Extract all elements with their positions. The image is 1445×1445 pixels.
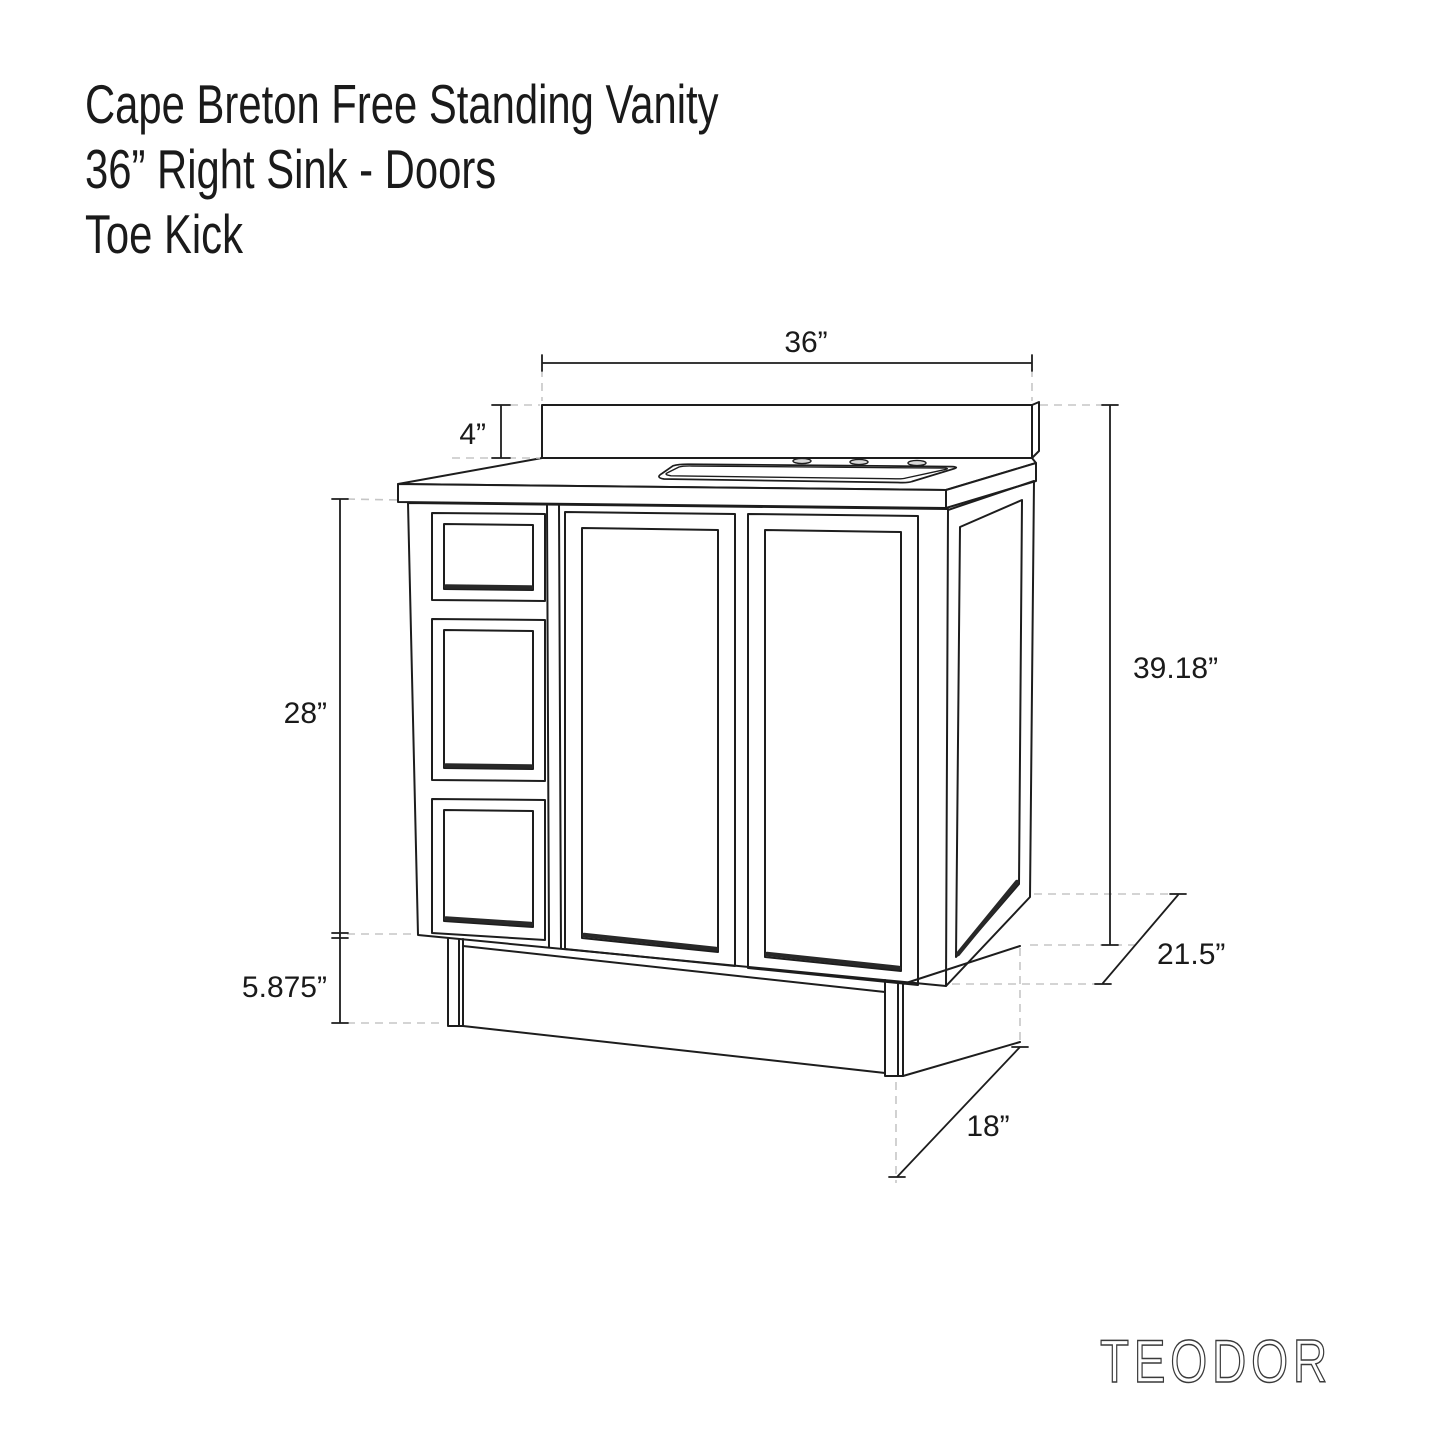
faucet-hole-center [849,458,869,466]
guide-28-top [346,498,401,501]
door-left-panel-shadow [581,932,719,952]
door-left [564,511,736,967]
toe-kick-side [902,945,1021,1077]
sink-outline-inner [665,465,948,480]
dim-label-width: 36” [784,326,827,359]
door-left-panel [581,527,719,953]
drawer-1-panel [443,523,534,591]
product-option: Toe Kick [85,203,243,265]
dim-label-backsplash-height: 4” [459,418,486,451]
drawing-title-block: Cape Breton Free Standing Vanity 36” Rig… [85,72,719,267]
toe-kick-left-leg [447,938,464,1027]
drawer-3-panel-shadow [443,916,534,927]
faucet-hole-right [907,459,927,467]
drawer-2-panel-shadow [443,763,534,769]
dim-line-total-height [1101,404,1119,946]
dimension-lines [331,354,1187,1178]
sink-outline-outer [658,463,958,484]
dimension-labels: 36” 4” 28” 5.875” 39.18” 21.5” 18” [242,326,1225,1143]
toe-kick-front-panel [462,945,886,1074]
cabinet-side-panel [955,499,1023,958]
drawer-3 [431,798,546,941]
toe-kick-right-leg [884,979,904,1077]
brand-logo: TEODOR [1100,1328,1332,1395]
dim-line-width [541,354,1033,372]
dim-label-cabinet-height: 28” [284,697,327,730]
faucet-hole-left [792,457,812,465]
dim-label-toekick-height: 5.875” [242,971,327,1004]
drawer-2-panel [443,629,534,770]
door-right-panel [764,529,902,972]
center-stile [546,504,562,949]
faucet-holes [792,457,927,467]
drawer-2 [431,618,546,782]
drawer-3-panel [443,809,534,928]
countertop-side-edge [945,462,1037,509]
backsplash-side-edge [1031,401,1040,459]
vanity-outline [397,401,1040,1077]
dim-line-backsplash [491,404,511,459]
dim-line-cabinet-height [331,498,349,936]
door-right [747,513,919,986]
product-name: Cape Breton Free Standing Vanity [85,73,719,135]
dim-line-toekick-height [331,934,349,1024]
cabinet-side [945,480,1035,987]
extension-guides [346,369,1180,1183]
product-config: 36” Right Sink - Doors [85,138,497,200]
dim-line-depth [1094,893,1187,985]
dim-label-depth: 21.5” [1157,938,1225,971]
cabinet-front-face [407,502,949,987]
dim-line-toekick-depth [888,1046,1029,1178]
dim-label-total-height: 39.18” [1133,652,1218,685]
drawer-1 [431,512,546,602]
cabinet-side-panel-shadow [955,879,1020,957]
drawer-1-panel-shadow [443,584,534,590]
dim-label-toekick-depth: 18” [966,1110,1009,1143]
backsplash [541,404,1033,459]
door-right-panel-shadow [764,951,902,971]
